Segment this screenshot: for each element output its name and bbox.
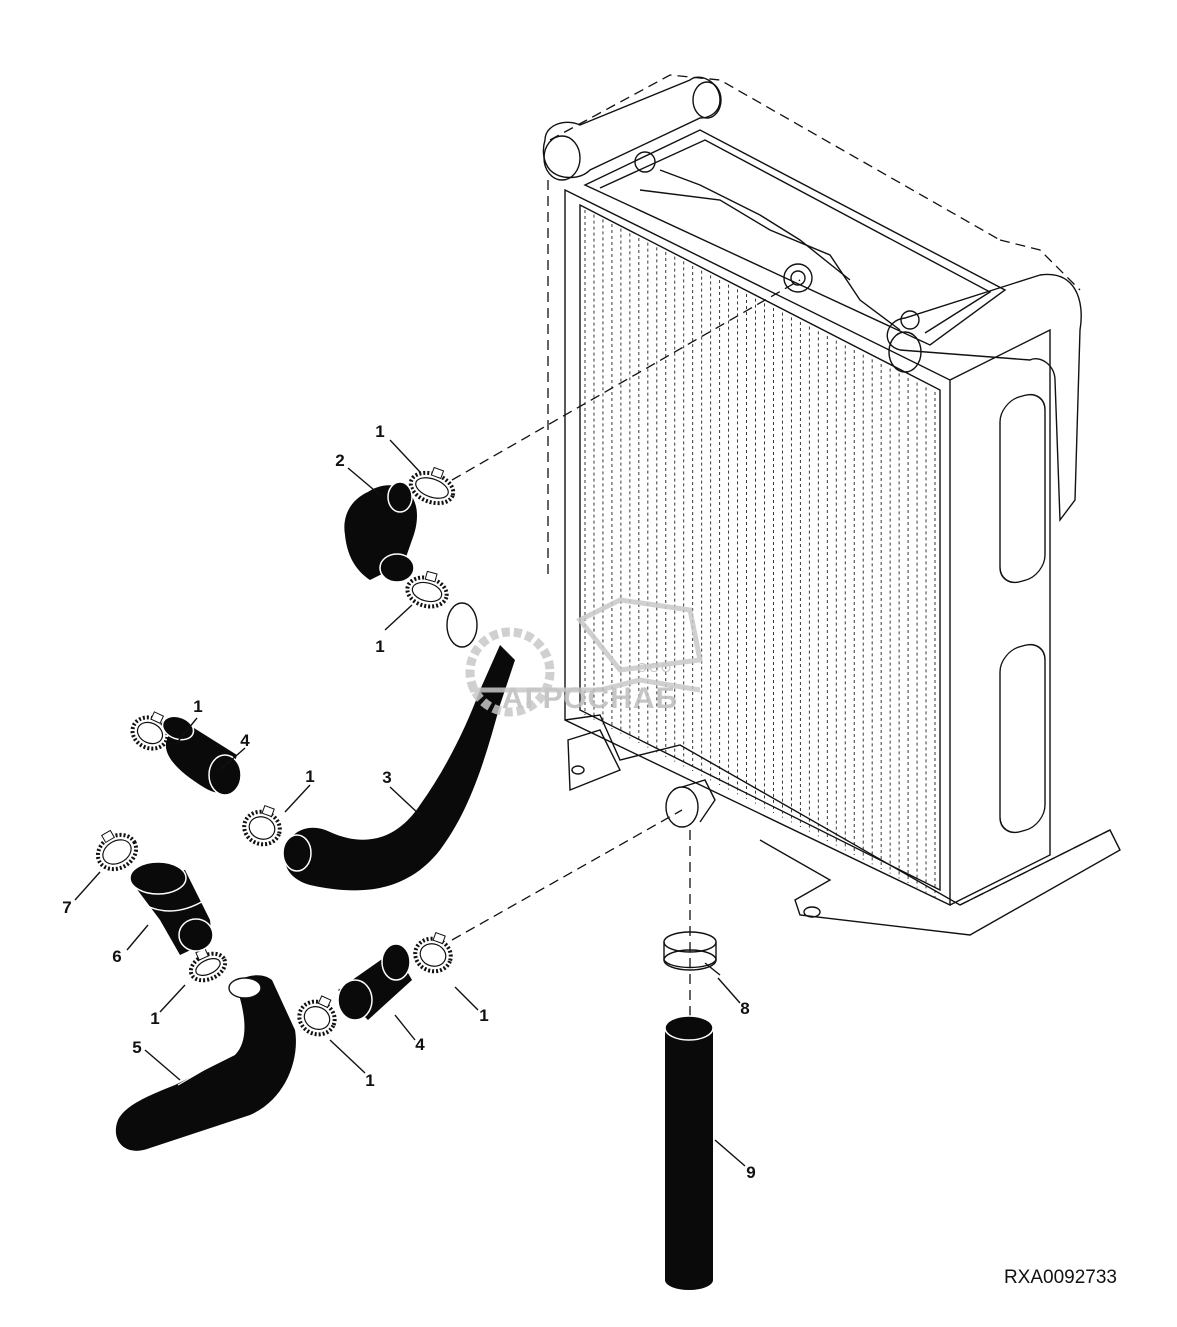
figure-code: RXA0092733: [1004, 1267, 1117, 1288]
hose-clamp: [130, 711, 170, 751]
callout-number: 1: [375, 637, 384, 656]
callout-number: 1: [305, 767, 314, 786]
hose-clamp: [413, 931, 453, 974]
callout-number: 1: [150, 1009, 159, 1028]
hose-clamp: [405, 570, 449, 609]
callout-number: 5: [132, 1038, 141, 1057]
hose-clamp: [297, 995, 337, 1037]
callout-number: 1: [193, 697, 202, 716]
callout-number: 9: [746, 1163, 755, 1182]
callout-number: 3: [382, 768, 391, 787]
callout-number: 1: [375, 422, 384, 441]
hose-6-reducer: [129, 861, 214, 955]
side-tank-right: [886, 273, 1082, 523]
spring-clamp-8: [663, 931, 721, 976]
hose-clamp: [408, 466, 456, 506]
callout-number: 6: [112, 947, 121, 966]
watermark-prefix: ООО: [637, 660, 673, 675]
callout-number: 4: [415, 1035, 425, 1054]
hose-clamp: [242, 804, 282, 847]
hose-3-long: [282, 602, 515, 891]
callout-leaders: [74, 439, 746, 1167]
top-tank-left: [542, 76, 722, 181]
hose-5-lower: [115, 975, 296, 1151]
hose-9-drain: [664, 1015, 714, 1290]
callout-number: 2: [335, 451, 344, 470]
radiator-assembly: [542, 74, 1121, 936]
hose-4-upper: [161, 715, 242, 796]
hose-clamp: [95, 829, 139, 872]
callout-number: 1: [365, 1071, 374, 1090]
watermark-logo: ООО АГРОСНАБ: [465, 597, 703, 717]
watermark-brand: АГРОСНАБ: [502, 682, 678, 715]
callout-number: 8: [740, 999, 749, 1018]
hose-4-lower: [337, 943, 412, 1021]
callout-number: 7: [62, 898, 71, 917]
callout-number: 4: [240, 731, 250, 750]
assembly-leader-lines: [451, 279, 801, 1290]
hose-2-elbow: [344, 481, 417, 583]
radiator-core: [564, 188, 951, 907]
callout-number: 1: [479, 1006, 488, 1025]
